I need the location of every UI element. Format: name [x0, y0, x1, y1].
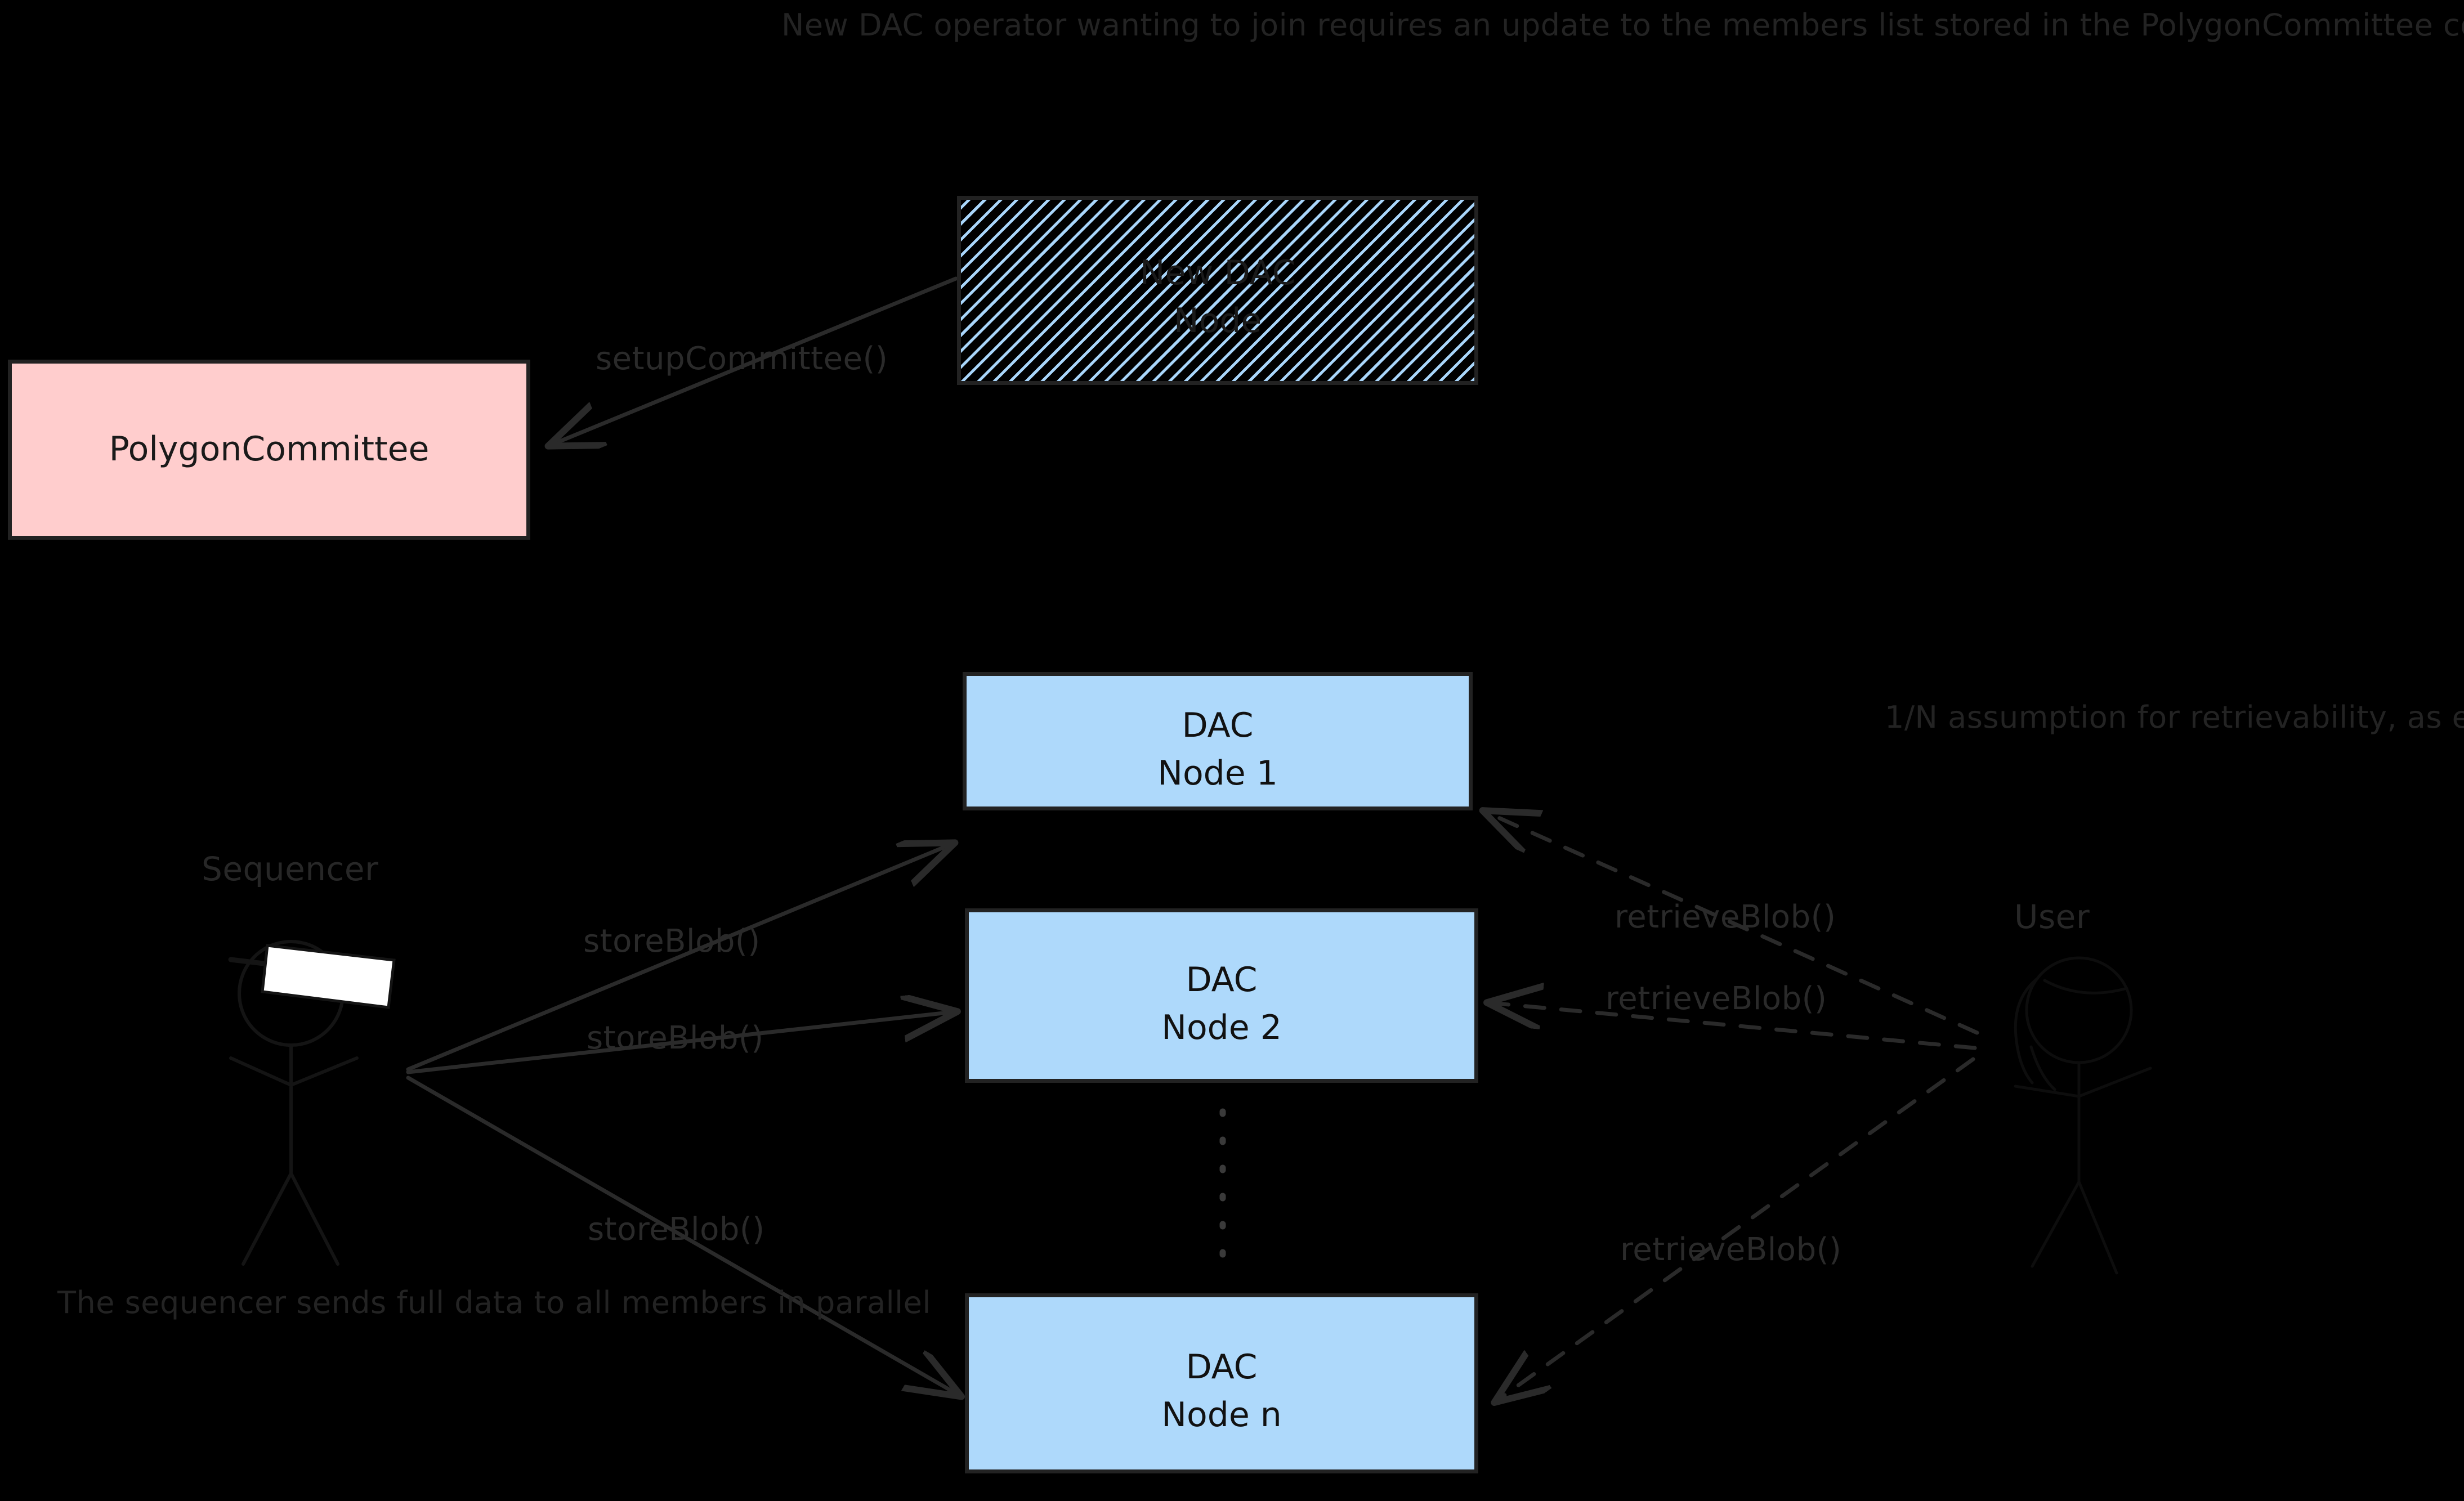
edge-retrieve-blob-3	[1497, 1057, 1975, 1400]
node-polygon-committee[interactable]: PolygonCommittee	[8, 360, 530, 540]
edge-store-blob-3	[406, 1076, 958, 1395]
user-figure	[2014, 956, 2152, 1275]
edge-label-retrieve-blob-2: retrieveBlob()	[1606, 980, 1827, 1017]
actor-label-sequencer: Sequencer	[202, 850, 379, 888]
sequencer-figure	[228, 940, 396, 1266]
edge-label-retrieve-blob-3: retrieveBlob()	[1620, 1231, 1842, 1268]
edge-setup-committee	[552, 276, 958, 445]
actor-label-user: User	[2014, 898, 2090, 936]
edge-label-store-blob-2: storeBlob()	[587, 1020, 764, 1056]
edge-label-setup-committee: setupCommittee()	[596, 340, 888, 377]
edge-store-blob-2	[406, 1012, 954, 1074]
edge-retrieve-blob-2	[1491, 1003, 1977, 1050]
edge-label-retrieve-blob-1: retrieveBlob()	[1615, 899, 1836, 935]
edge-store-blob-1	[406, 844, 951, 1072]
annotation-top-note: New DAC operator wanting to join require…	[781, 7, 2464, 43]
edge-label-store-blob-3: storeBlob()	[588, 1211, 765, 1248]
edge-retrieve-blob-1	[1486, 812, 1979, 1035]
annotation-bottom-note: The sequencer sends full data to all mem…	[57, 1285, 931, 1320]
node-polygon-committee-label: PolygonCommittee	[109, 429, 430, 469]
edge-label-store-blob-1: storeBlob()	[583, 923, 761, 960]
annotation-right-note: 1/N assumption for retrievability, as ev…	[1885, 700, 2464, 735]
